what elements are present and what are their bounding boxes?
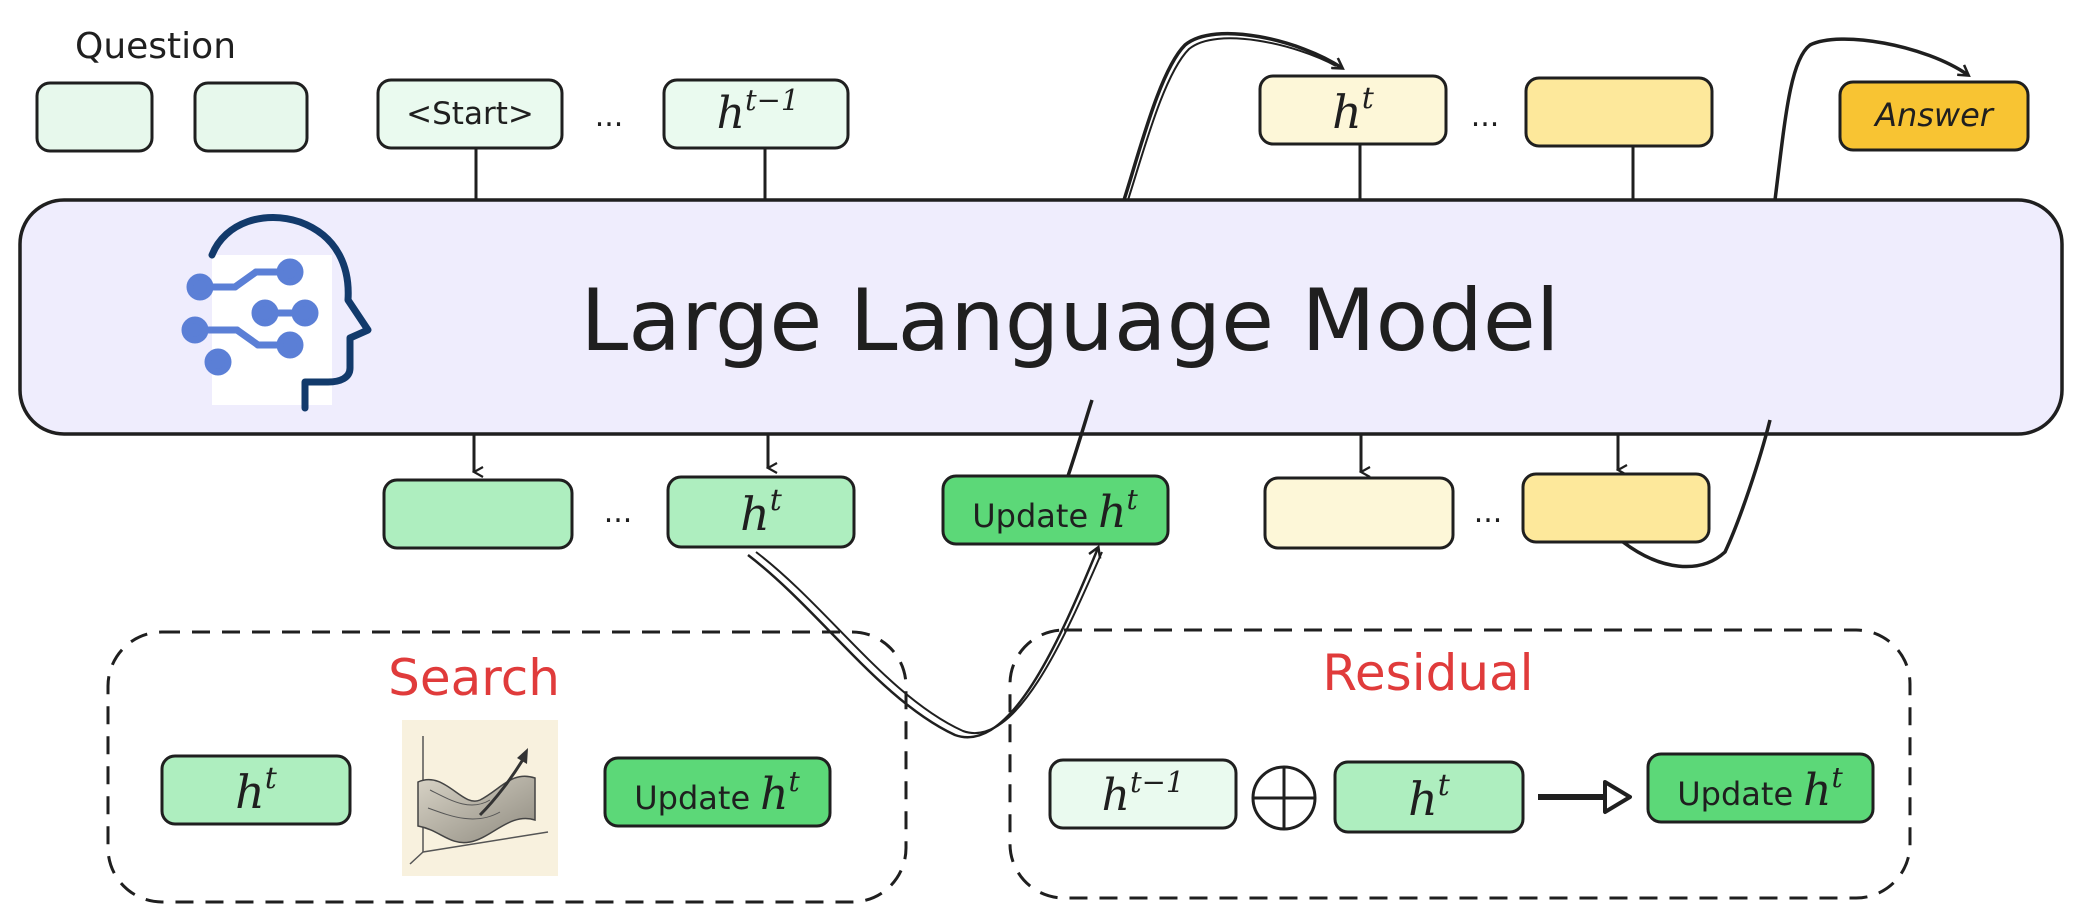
search-h-sup: t <box>265 761 278 796</box>
yellow-input-token <box>1524 76 1714 148</box>
residual-h-label: h <box>1408 772 1438 826</box>
answer-token: Answer <box>1838 80 2030 152</box>
answer-label: Answer <box>1873 96 1995 134</box>
to-answer-arrow <box>1621 37 1968 569</box>
update-to-h-t-arrow <box>1066 31 1342 477</box>
residual-update-h-sup: t <box>1831 761 1843 794</box>
residual-update-label: Update <box>1677 775 1793 813</box>
residual-h-prev-label: h <box>1102 770 1130 821</box>
start-token: <Start> <box>376 78 564 150</box>
ellipsis-bottom-2: ... <box>1474 495 1503 530</box>
svg-text:ht−1: ht−1 <box>717 83 800 139</box>
h-t-sup: t <box>1362 81 1375 116</box>
start-token-label: <Start> <box>406 96 534 132</box>
brain-circuit-head-icon <box>181 213 372 412</box>
h-prev-input-token: ht−1 <box>662 78 850 150</box>
svg-text:ht: ht <box>740 483 783 541</box>
svg-text:ht: ht <box>235 761 278 819</box>
h-t-input-token: ht <box>1258 74 1448 146</box>
update-h-sup: t <box>1126 483 1138 516</box>
svg-text:ht−1: ht−1 <box>1102 765 1185 821</box>
search-update-h-sup: t <box>788 765 800 798</box>
residual-h-prev-token: ht−1 <box>1048 758 1238 830</box>
search-update-h-label: h <box>760 769 788 820</box>
svg-text:ht: ht <box>1332 81 1375 139</box>
llm-title: Large Language Model <box>580 271 1559 371</box>
search-update-label: Update <box>634 779 750 817</box>
svg-text:ht: ht <box>1408 768 1451 826</box>
search-h-t-token: ht <box>160 754 352 826</box>
update-label: Update <box>972 497 1088 535</box>
search-title: Search <box>388 649 560 707</box>
residual-title: Residual <box>1322 644 1533 702</box>
search-h-label: h <box>235 765 265 819</box>
h-t-label: h <box>1332 85 1362 139</box>
output-token-yellow-1 <box>1263 476 1455 550</box>
circled-plus-icon <box>1251 765 1317 831</box>
h-t-output-token: ht <box>666 475 856 549</box>
update-h-label: h <box>1098 487 1126 538</box>
h-prev-label: h <box>717 88 745 139</box>
h-t-output-label: h <box>740 487 770 541</box>
h-t-output-sup: t <box>770 483 783 518</box>
residual-update-h-label: h <box>1803 765 1831 816</box>
loss-surface-sketch <box>402 720 558 876</box>
ellipsis-top-2: ... <box>1471 99 1500 134</box>
ellipsis-bottom-1: ... <box>604 495 633 530</box>
residual-h-sup: t <box>1438 768 1451 803</box>
ellipsis-top-1: ... <box>595 99 624 134</box>
question-token-2 <box>193 81 309 153</box>
question-label: Question <box>75 26 236 67</box>
output-token-yellow-2 <box>1521 472 1711 544</box>
llm-box: Large Language Model <box>18 198 2064 436</box>
h-t-to-update-arrow <box>747 548 1098 739</box>
right-arrow-icon <box>1538 780 1632 814</box>
residual-h-t-token: ht <box>1333 760 1525 834</box>
residual-h-prev-sup: t−1 <box>1130 765 1184 799</box>
output-token-green-1 <box>382 478 574 550</box>
question-token-1 <box>35 81 154 153</box>
h-prev-sup: t−1 <box>745 83 799 117</box>
